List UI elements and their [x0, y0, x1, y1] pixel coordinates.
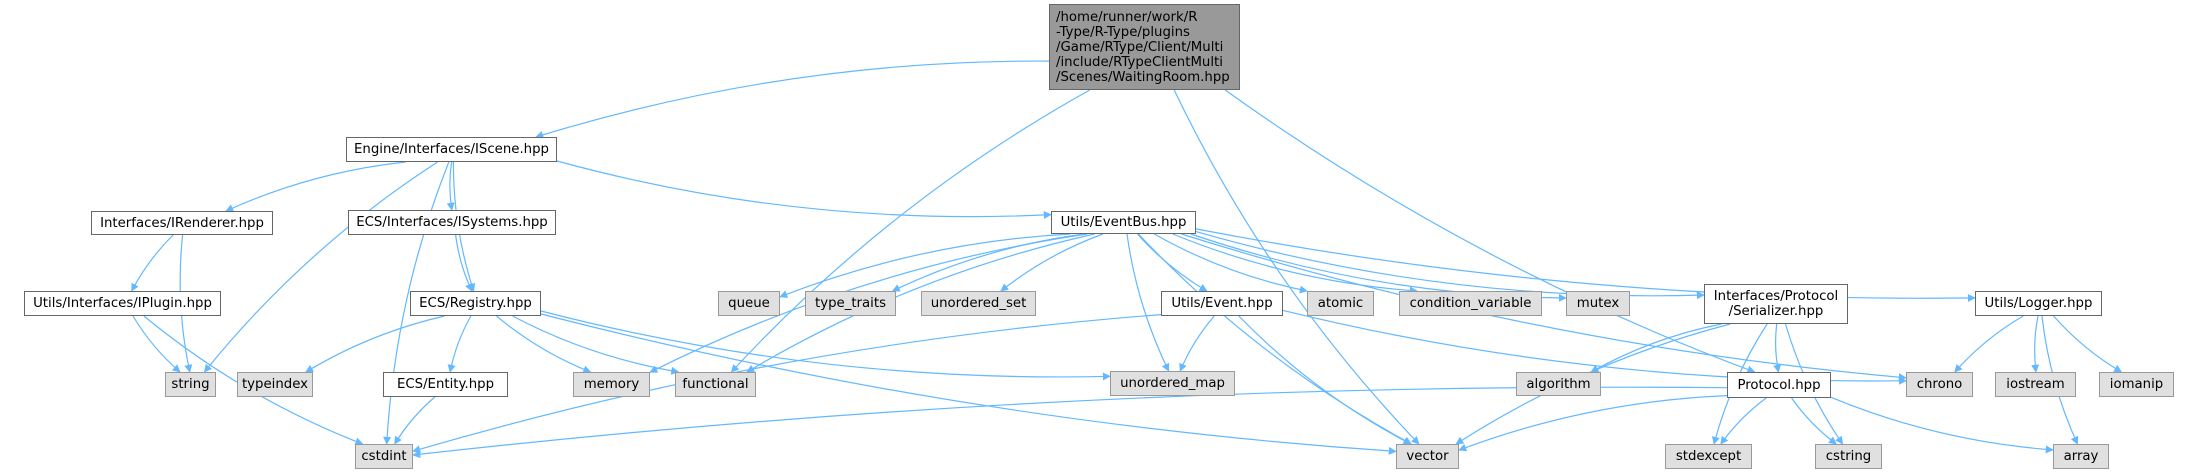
edge-logger-to-iostream: [2031, 315, 2040, 373]
edge-eventbus-to-serializer: [1195, 231, 1705, 300]
node-iostream: iostream: [1995, 372, 2076, 397]
edge-registry-to-entity: [447, 315, 472, 373]
node-condition-variable: condition_variable: [1399, 291, 1542, 316]
node-iplugin[interactable]: Utils/Interfaces/IPlugin.hpp: [24, 291, 221, 316]
edge-protocol-to-vector: [1458, 395, 1728, 452]
node-stdexcept: stdexcept: [1665, 444, 1752, 469]
edge-root-to-functional: [730, 89, 1091, 373]
node-eventbus[interactable]: Utils/EventBus.hpp: [1051, 211, 1196, 234]
node-array: array: [2053, 444, 2109, 469]
edge-registry-to-typeindex: [305, 315, 445, 373]
edge-eventbus-to-event: [1137, 233, 1208, 292]
node-iscene[interactable]: Engine/Interfaces/IScene.hpp: [346, 137, 557, 162]
node-type-traits: type_traits: [805, 291, 896, 316]
node-atomic: atomic: [1307, 291, 1374, 316]
edge-registry-to-unordered_map: [540, 310, 1111, 381]
edge-logger-to-iomanip: [2053, 315, 2123, 373]
edge-registry-to-memory: [496, 315, 592, 374]
edge-root-to-iscene: [535, 60, 1050, 139]
edge-protocol-to-stdexcept: [1720, 397, 1767, 445]
edge-eventbus-to-mutex: [1190, 233, 1567, 302]
edge-iplugin-to-string: [132, 315, 181, 373]
node-mutex: mutex: [1566, 291, 1630, 316]
edge-irenderer-to-iplugin: [131, 234, 174, 292]
edge-event-to-unordered_map: [1179, 315, 1215, 372]
node-chrono: chrono: [1906, 372, 1973, 397]
node-string: string: [165, 372, 216, 397]
node-entity[interactable]: ECS/Entity.hpp: [383, 372, 508, 397]
edge-protocol-to-cstdint: [412, 386, 1728, 459]
edge-root-to-vector: [1173, 89, 1420, 445]
edge-event-to-vector: [1238, 315, 1412, 445]
node-unordered-map: unordered_map: [1110, 371, 1235, 396]
node-logger[interactable]: Utils/Logger.hpp: [1975, 291, 2102, 316]
node-vector: vector: [1396, 444, 1459, 469]
node-root[interactable]: /home/runner/work/R -Type/R-Type/plugins…: [1049, 4, 1240, 90]
edge-eventbus-to-condition_variable: [1172, 233, 1418, 295]
node-serializer[interactable]: Interfaces/Protocol /Serializer.hpp: [1704, 284, 1848, 324]
edge-iscene-to-eventbus: [556, 160, 1052, 219]
edge-root-to-protocol: [1224, 89, 1756, 374]
edge-entity-to-cstdint: [394, 396, 436, 445]
node-isystems[interactable]: ECS/Interfaces/ISystems.hpp: [348, 210, 556, 235]
node-memory: memory: [573, 372, 650, 397]
node-unordered-set: unordered_set: [921, 291, 1036, 316]
edge-serializer-to-protocol: [1773, 323, 1782, 373]
edge-iscene-to-irenderer: [225, 161, 406, 212]
edge-protocol-to-array: [1830, 396, 2054, 454]
edge-logger-to-chrono: [1954, 315, 2024, 373]
node-queue: queue: [718, 291, 780, 316]
edge-eventbus-to-unordered_map: [1126, 233, 1170, 372]
edge-iscene-to-isystems: [446, 161, 455, 211]
edge-eventbus-to-atomic: [1154, 233, 1308, 294]
node-protocol[interactable]: Protocol.hpp: [1727, 372, 1831, 398]
edge-eventbus-to-queue: [779, 233, 1071, 298]
node-registry[interactable]: ECS/Registry.hpp: [410, 291, 541, 316]
edge-iscene-to-cstdint: [383, 161, 450, 445]
node-irenderer[interactable]: Interfaces/IRenderer.hpp: [91, 211, 273, 235]
edge-serializer-to-algorithm: [1590, 323, 1722, 373]
node-iomanip: iomanip: [2099, 372, 2174, 397]
node-typeindex: typeindex: [237, 372, 313, 397]
node-cstdint: cstdint: [355, 444, 413, 469]
node-event[interactable]: Utils/Event.hpp: [1161, 291, 1283, 316]
edge-isystems-to-registry: [455, 234, 473, 292]
node-algorithm: algorithm: [1516, 372, 1601, 396]
node-functional: functional: [675, 372, 756, 397]
edge-eventbus-to-functional: [746, 233, 1095, 373]
edge-registry-to-vector: [540, 313, 1397, 455]
node-cstring: cstring: [1815, 444, 1882, 469]
edge-eventbus-to-type_traits: [891, 233, 1085, 292]
edge-iscene-to-string: [203, 161, 438, 373]
edge-eventbus-to-logger: [1195, 228, 1976, 302]
edge-eventbus-to-unordered_set: [1000, 233, 1104, 292]
edge-protocol-to-cstring: [1791, 397, 1837, 445]
edge-event-to-cstdint: [412, 314, 1162, 454]
